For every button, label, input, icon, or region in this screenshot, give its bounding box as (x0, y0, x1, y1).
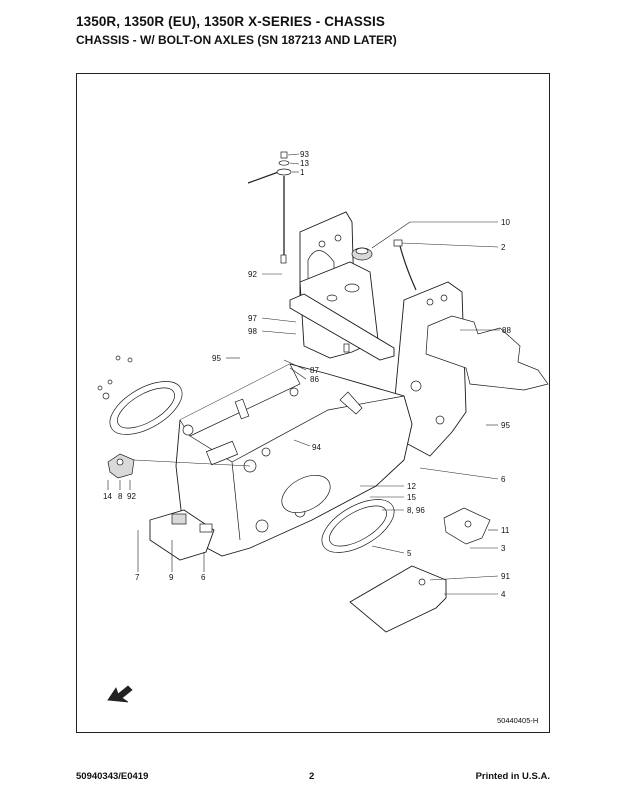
printed-note: Printed in U.S.A. (475, 771, 550, 782)
callout-88: 88 (502, 326, 511, 335)
leader-lines (107, 153, 500, 595)
direction-arrow (107, 685, 133, 703)
callout-92-lower: 92 (127, 492, 136, 501)
callout-4: 4 (501, 590, 506, 599)
front-plate (149, 509, 215, 561)
callout-1: 1 (300, 168, 305, 177)
callout-11: 11 (501, 526, 510, 535)
callout-2: 2 (501, 243, 506, 252)
callout-93: 93 (300, 150, 309, 159)
callout-6-lower: 6 (201, 573, 206, 582)
filler-cap (351, 247, 373, 261)
callout-95-left: 95 (212, 354, 221, 363)
callout-7: 7 (135, 573, 140, 582)
page-subtitle: CHASSIS - W/ BOLT-ON AXLES (SN 187213 AN… (76, 33, 397, 47)
chassis-frame (175, 363, 413, 557)
callout-3: 3 (501, 544, 506, 553)
right-access-cover (321, 499, 395, 553)
callout-10: 10 (501, 218, 510, 227)
callout-8: 8 (118, 492, 123, 501)
callout-95-right: 95 (501, 421, 510, 430)
cover-plate (425, 315, 549, 391)
callout-94: 94 (312, 443, 321, 452)
cross-bar (289, 293, 395, 361)
callout-15: 15 (407, 493, 416, 502)
left-access-cover (97, 355, 183, 435)
callouts: 93 13 1 10 2 92 88 97 98 95 87 86 95 94 … (103, 150, 511, 599)
callout-5: 5 (407, 549, 412, 558)
page-title: 1350R, 1350R (EU), 1350R X-SERIES - CHAS… (76, 14, 385, 29)
document-number: 50940343/E0419 (76, 771, 149, 782)
drawing-number: 50440405-H (497, 716, 538, 725)
callout-91: 91 (501, 572, 510, 581)
page-number: 2 (309, 771, 315, 782)
fuel-sender-assembly (247, 151, 292, 264)
callout-14: 14 (103, 492, 112, 501)
bottom-plate (349, 565, 447, 633)
callout-87: 87 (310, 366, 319, 375)
callout-97: 97 (248, 314, 257, 323)
small-bracket (443, 507, 491, 545)
callout-13: 13 (300, 159, 309, 168)
callout-92: 92 (248, 270, 257, 279)
valve-bracket (107, 453, 135, 479)
diagram-frame (76, 73, 550, 733)
callout-6-right: 6 (501, 475, 506, 484)
callout-98: 98 (248, 327, 257, 336)
callout-86: 86 (310, 375, 319, 384)
breather-hose (393, 239, 417, 291)
callout-8-96: 8, 96 (407, 506, 425, 515)
callout-9: 9 (169, 573, 174, 582)
callout-12: 12 (407, 482, 416, 491)
